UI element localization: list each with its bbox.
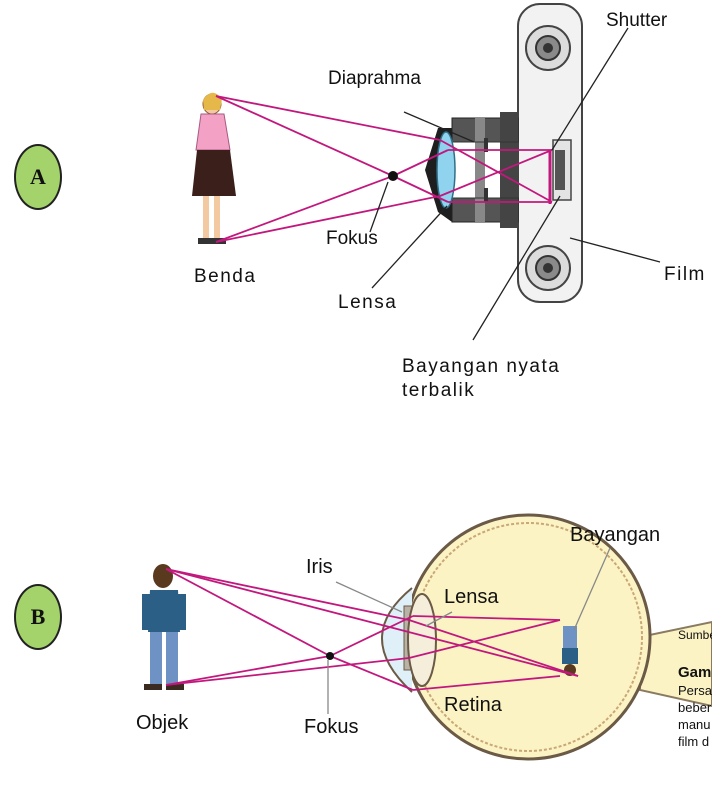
focus-point-b: [326, 652, 334, 660]
light-rays-b: [165, 568, 579, 691]
focus-point-a: [388, 171, 398, 181]
retina-image: [562, 626, 578, 676]
image-label-line1: Bayangan nyata: [402, 356, 561, 377]
diaphragm-blade: [484, 188, 488, 202]
lens-label-a: Lensa: [338, 292, 398, 313]
man-figure: [142, 564, 186, 690]
image-label-b: Bayangan: [570, 524, 661, 546]
label-a-badge: A: [14, 144, 62, 210]
caption-line-2: beber: [678, 700, 712, 715]
diaphragm-blade: [484, 138, 488, 152]
woman-figure: [192, 92, 236, 244]
iris-label: Iris: [306, 556, 333, 578]
object-label-a: Benda: [194, 266, 257, 287]
retina-label: Retina: [444, 694, 502, 716]
eye-lens: [407, 593, 437, 687]
focus-label-a: Fokus: [326, 228, 378, 249]
leader-lines-a: [369, 27, 661, 341]
lens-label-b: Lensa: [444, 586, 499, 608]
caption-title: Gam: [678, 664, 712, 681]
caption-line-4: film d: [678, 734, 710, 749]
object-label-b: Objek: [136, 712, 189, 734]
leader-lines-b: [327, 547, 611, 714]
caption-line-3: manu: [678, 717, 711, 732]
shutter-label: Shutter: [606, 10, 668, 31]
eyeball: [404, 513, 652, 761]
film-label: Film: [664, 264, 706, 285]
eye-diagram: [142, 513, 712, 761]
diaphragm-label: Diaprahma: [328, 68, 421, 89]
camera-diagram: [192, 3, 661, 341]
light-rays-a: [215, 95, 553, 243]
image-label-line2: terbalik: [402, 380, 476, 401]
label-b-badge: B: [14, 584, 62, 650]
caption-line-1: Persa: [678, 683, 712, 698]
caption-source: Sumbe: [678, 628, 712, 642]
focus-label-b: Fokus: [304, 716, 359, 738]
